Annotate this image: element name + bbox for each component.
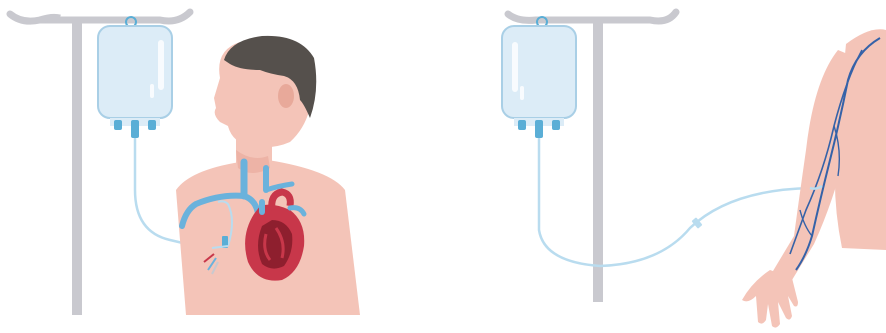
iv-bag-right (502, 26, 576, 138)
iv-bag-left (98, 26, 172, 138)
patient-head (214, 36, 316, 147)
right-iv-setup (502, 12, 886, 328)
patient-arm (742, 29, 886, 327)
left-iv-setup (10, 12, 360, 315)
iv-tube-right (539, 138, 810, 266)
